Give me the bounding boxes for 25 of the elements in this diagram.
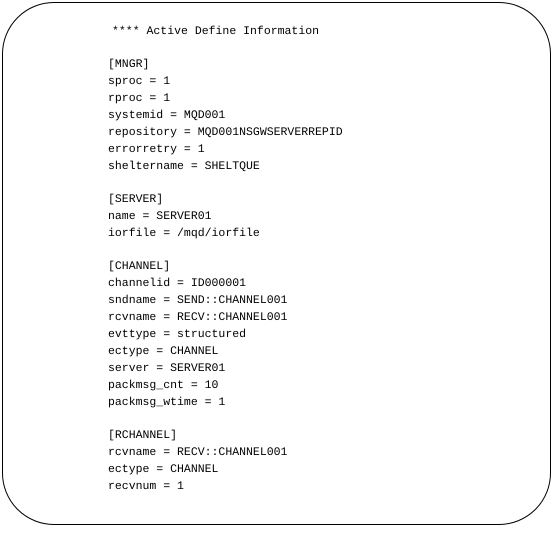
config-line: sndname = SEND::CHANNEL001 — [108, 293, 288, 309]
config-line: [RCHANNEL] — [108, 428, 178, 444]
config-line: [SERVER] — [108, 192, 164, 208]
config-line: packmsg_wtime = 1 — [108, 395, 226, 411]
config-line: ectype = CHANNEL — [108, 344, 220, 360]
config-line: ectype = CHANNEL — [108, 462, 220, 478]
config-line: recvnum = 1 — [108, 479, 185, 495]
config-line: repository = MQD001NSGWSERVERREPID — [108, 125, 343, 141]
config-line: [MNGR] — [108, 57, 150, 73]
config-line: systemid = MQD001 — [108, 108, 226, 124]
config-line: iorfile = /mqd/iorfile — [108, 226, 261, 242]
config-line: channelid = ID000001 — [108, 276, 248, 292]
config-line: evttype = structured — [108, 327, 248, 343]
config-line: errorretry = 1 — [108, 142, 206, 158]
config-line: packmsg_cnt = 10 — [108, 378, 220, 394]
config-line: sproc = 1 — [108, 74, 172, 90]
rounded-panel — [2, 2, 551, 525]
panel-heading: **** Active Define Information — [112, 24, 320, 40]
config-line: name = SERVER01 — [108, 209, 213, 225]
config-line: sheltername = SHELTQUE — [108, 159, 261, 175]
config-line: rcvname = RECV::CHANNEL001 — [108, 445, 288, 461]
config-line: rcvname = RECV::CHANNEL001 — [108, 310, 288, 326]
config-line: rproc = 1 — [108, 91, 172, 107]
config-line: [CHANNEL] — [108, 259, 172, 275]
config-line: server = SERVER01 — [108, 361, 226, 377]
